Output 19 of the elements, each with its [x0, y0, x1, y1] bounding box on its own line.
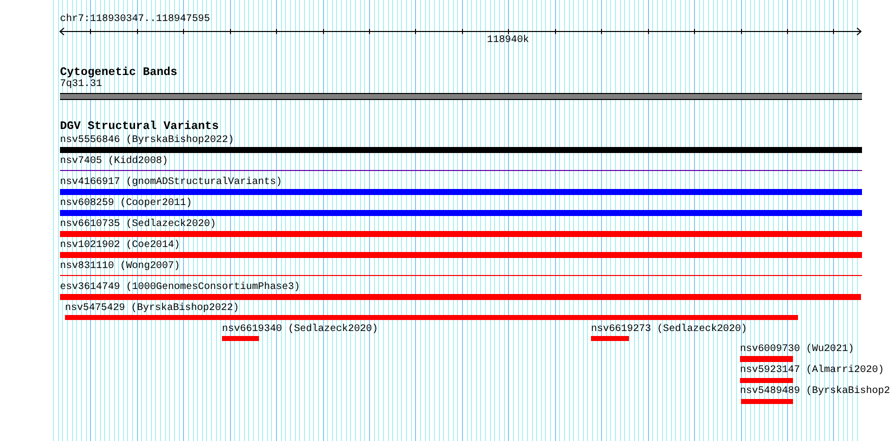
variant-label: nsv831110 (Wong2007): [60, 262, 180, 272]
track-title: Cytogenetic Bands: [60, 67, 178, 79]
variant-label: nsv5475429 (ByrskaBishop2022): [65, 304, 240, 314]
variant-label: nsv6610735 (Sedlazeck2020): [60, 220, 216, 230]
variant-label: nsv6009730 (Wu2021): [740, 345, 854, 355]
track-title: DGV Structural Variants: [60, 121, 219, 133]
scale-tick-label: 118940k: [487, 36, 530, 46]
variant-label: nsv608259 (Cooper2011): [60, 199, 192, 209]
variant-label: nsv7405 (Kidd2008): [60, 157, 168, 167]
variant-label: nsv6619273 (Sedlazeck2020): [591, 325, 748, 335]
variant-label: nsv5489489 (ByrskaBishop2: [740, 387, 890, 397]
variant-label: nsv6619340 (Sedlazeck2020): [222, 325, 378, 335]
coordinate-range-label: chr7:118930347..118947595: [60, 15, 210, 25]
variant-label: nsv5923147 (Almarri2020): [740, 366, 884, 376]
cytoband-label: 7q31.31: [60, 80, 102, 90]
variant-label: nsv4166917 (gnomADStructuralVariants): [60, 178, 282, 188]
variant-label: nsv1021902 (Coe2014): [60, 241, 180, 251]
variant-label: esv3614749 (1000GenomesConsortiumPhase3): [60, 283, 300, 293]
variant-label: nsv5556846 (ByrskaBishop2022): [60, 136, 234, 146]
